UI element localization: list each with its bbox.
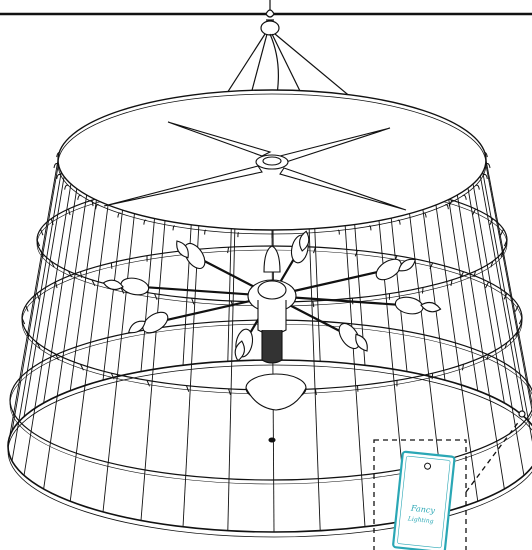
prong	[91, 200, 94, 207]
prong	[146, 380, 151, 387]
prong	[191, 298, 195, 305]
rim-hook	[64, 184, 69, 190]
prong	[354, 250, 358, 257]
candle-sleeve	[394, 296, 424, 315]
prong	[25, 305, 29, 312]
candle-bulb	[299, 230, 310, 252]
vertical-bar	[456, 194, 505, 490]
prong	[120, 287, 125, 294]
prong	[504, 342, 508, 349]
prong	[461, 364, 465, 371]
candle-bulb	[355, 333, 368, 352]
rim-hook	[462, 194, 467, 200]
prong	[518, 317, 523, 325]
vertical-bar	[43, 194, 88, 490]
prong	[473, 270, 476, 278]
prong	[40, 229, 44, 236]
prong	[21, 317, 26, 325]
prong	[36, 342, 41, 349]
product-tag: Fancy Lighting	[392, 450, 456, 550]
candle-sleeve	[120, 277, 150, 296]
candle-sleeve	[183, 242, 206, 270]
vertical-bar	[140, 220, 166, 521]
prong	[227, 247, 230, 254]
candle-sleeve	[142, 311, 169, 334]
edge-hook	[518, 410, 526, 418]
candle-bulb	[176, 240, 189, 259]
prong	[36, 239, 41, 247]
prong	[68, 270, 72, 278]
rim-hook	[77, 194, 82, 200]
rim-hook	[485, 163, 491, 169]
vertical-bar	[23, 183, 72, 476]
prong	[55, 353, 59, 361]
tag-line-2: Lighting	[407, 515, 434, 525]
vertical-bar	[23, 135, 72, 417]
candle-bulb	[127, 320, 146, 334]
vertical-bar	[11, 147, 62, 432]
prong	[154, 293, 158, 300]
vertical-bar	[472, 135, 525, 417]
prong	[36, 293, 40, 300]
prong	[503, 239, 508, 247]
prong	[80, 364, 84, 371]
vertical-bar	[227, 228, 236, 531]
ring-base-inner	[7, 364, 532, 538]
prong	[55, 281, 58, 289]
vertical-bar	[435, 204, 479, 502]
prong	[314, 388, 317, 395]
vertical-bar	[69, 204, 109, 502]
prong	[450, 279, 453, 286]
prong	[110, 262, 113, 269]
prong	[68, 208, 71, 216]
prong	[431, 373, 434, 380]
candle-bulb	[398, 258, 417, 272]
prong	[312, 300, 315, 308]
vertical-bar	[485, 159, 532, 407]
vertical-bar	[308, 228, 321, 531]
candle-bulb	[420, 301, 442, 313]
candle-sleeve	[338, 322, 361, 350]
prong	[472, 208, 476, 216]
vertical-bar	[482, 147, 532, 413]
vertical-bar	[102, 213, 135, 512]
prong	[110, 372, 115, 380]
star-cross-frame	[103, 121, 407, 211]
tag-line-1: Fancy	[410, 504, 436, 516]
prong	[228, 388, 231, 396]
prong	[50, 260, 55, 268]
candle-bulb	[234, 340, 245, 362]
prong	[421, 287, 424, 294]
prong	[500, 229, 504, 236]
prong	[514, 305, 519, 312]
candle-bulb	[102, 279, 124, 291]
prong	[490, 261, 494, 268]
candle-sleeve	[375, 258, 402, 281]
prong	[460, 271, 464, 278]
vertical-bar	[182, 225, 200, 527]
prong	[486, 353, 489, 361]
prong	[503, 293, 508, 300]
prong	[50, 218, 54, 225]
prong	[313, 246, 316, 254]
hanging-hook	[260, 0, 280, 36]
vertical-bar	[11, 172, 62, 462]
vertical-bar	[7, 159, 59, 447]
tag-callout: Fancy Lighting	[373, 419, 521, 550]
rim-hook	[53, 163, 59, 169]
vertical-bar	[344, 225, 366, 527]
prong	[515, 330, 519, 337]
prong	[448, 199, 453, 207]
prong	[489, 218, 494, 226]
prong	[79, 271, 83, 278]
prong	[485, 281, 489, 289]
prong	[429, 262, 434, 270]
top-candle-bulb	[263, 245, 281, 273]
center-hub	[245, 279, 307, 443]
prong	[186, 385, 190, 392]
prong	[91, 279, 96, 287]
rim-hook	[475, 184, 480, 190]
